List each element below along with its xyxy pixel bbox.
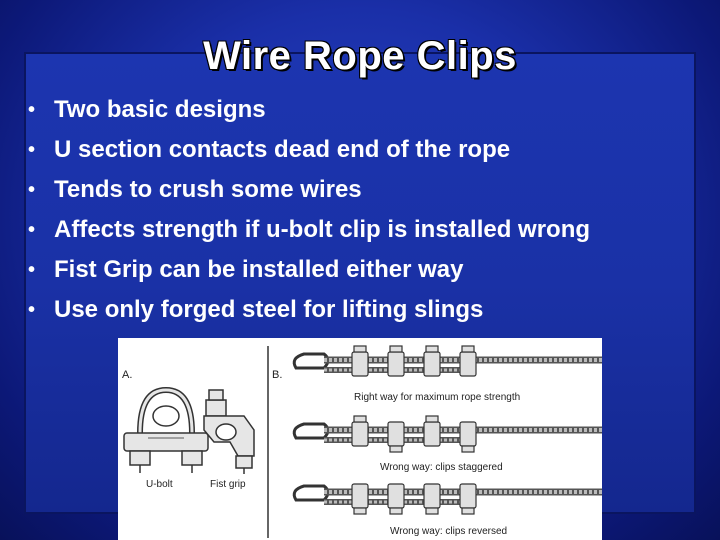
- panel-b-label: B.: [272, 369, 282, 381]
- fist-grip-clip-icon: [203, 389, 255, 474]
- bullet-icon: •: [28, 179, 36, 201]
- bullet-text: Use only forged steel for lifting slings: [54, 296, 484, 323]
- bullet-text: U section contacts dead end of the rope: [54, 136, 511, 163]
- bullet-icon: •: [28, 299, 36, 321]
- bullet-icon: •: [28, 139, 36, 161]
- bullet-text: Tends to crush some wires: [54, 176, 362, 203]
- rope-row-staggered: [292, 415, 602, 453]
- rope-row-reversed: [292, 483, 602, 515]
- bullet-text: Fist Grip can be installed either way: [54, 256, 464, 283]
- panel-a-label: A.: [122, 369, 132, 381]
- bullet-item: • Fist Grip can be installed either way: [28, 250, 590, 290]
- row1-caption: Right way for maximum rope strength: [354, 392, 520, 403]
- bullet-text: Two basic designs: [54, 96, 266, 123]
- bullet-item: • Two basic designs: [28, 90, 590, 130]
- u-bolt-caption: U-bolt: [146, 479, 173, 490]
- bullet-item: • Use only forged steel for lifting sling…: [28, 290, 590, 330]
- row3-caption: Wrong way: clips reversed: [390, 526, 507, 537]
- bullet-item: • Affects strength if u-bolt clip is inst…: [28, 210, 590, 250]
- row2-caption: Wrong way: clips staggered: [380, 462, 503, 473]
- slide-title: Wire Rope Clips: [203, 34, 517, 78]
- bullet-icon: •: [28, 219, 36, 241]
- bullet-list: • Two basic designs • U section contacts d…: [28, 90, 590, 330]
- fist-grip-caption: Fist grip: [210, 479, 246, 490]
- rope-row-correct: [292, 345, 602, 377]
- u-bolt-clip-icon: [123, 386, 209, 473]
- bullet-icon: •: [28, 259, 36, 281]
- bullet-item: • Tends to crush some wires: [28, 170, 590, 210]
- bullet-icon: •: [28, 99, 36, 121]
- bullet-text: Affects strength if u-bolt clip is insta…: [54, 216, 591, 243]
- wire-rope-clip-illustration: A. U-bolt Fist grip B.: [118, 338, 602, 540]
- bullet-item: • U section contacts dead end of the rope: [28, 130, 590, 170]
